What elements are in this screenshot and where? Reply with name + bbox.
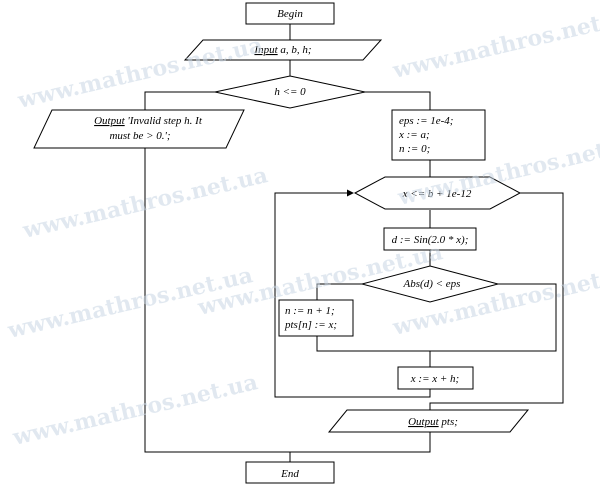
- connector-loop-back: [274, 192, 431, 398]
- input-args: a, b, h;: [278, 44, 312, 56]
- init-block: [391, 109, 486, 161]
- output-pts-args: pts;: [439, 416, 458, 428]
- connector-store-merge: [316, 336, 430, 352]
- connector-abs-no-merge: [430, 283, 557, 352]
- store-line2: pts[n] := x;: [284, 319, 337, 331]
- input-block: [183, 39, 383, 61]
- condition-abs-label: Abs(d) < eps: [403, 278, 461, 290]
- init-line1: eps := 1e-4;: [399, 115, 453, 127]
- watermark-text: www.mathros.net.ua: [390, 2, 600, 84]
- output-invalid-block: [33, 109, 245, 149]
- output-pts-label: Output pts;: [408, 416, 458, 428]
- loop-back-arrowhead: [347, 189, 354, 197]
- connector-loop-exit: [429, 192, 564, 410]
- compute-d-label: d := Sin(2.0 * x);: [392, 234, 469, 246]
- output-invalid-keyword: Output: [94, 115, 126, 127]
- connector-abs-yes-store: [316, 283, 362, 300]
- loop-condition-hexagon: [353, 176, 522, 210]
- compute-d-block: [383, 227, 477, 251]
- condition-h-diamond: [214, 75, 366, 109]
- output-invalid-line1: Output 'Invalid step h. It: [94, 115, 203, 127]
- init-line3: n := 0;: [399, 143, 430, 155]
- increment-block: [397, 366, 474, 390]
- connector-output-end: [144, 148, 290, 453]
- begin-label: Begin: [277, 8, 303, 20]
- output-pts-block: [327, 409, 530, 433]
- increment-label: x := x + h;: [410, 373, 459, 385]
- output-invalid-text1: 'Invalid step h. It: [125, 115, 203, 127]
- loop-condition-label: x <= b + 1e-12: [402, 188, 472, 200]
- watermark-text: www.mathros.net.ua: [15, 32, 266, 114]
- end-terminal: [245, 461, 335, 484]
- end-label: End: [280, 468, 299, 480]
- connector-condition-no-init: [365, 91, 431, 110]
- output-invalid-line2: must be > 0.';: [109, 130, 170, 142]
- connector-outpts-end: [289, 432, 431, 462]
- condition-h-label: h <= 0: [274, 86, 306, 98]
- store-line1: n := n + 1;: [285, 305, 335, 317]
- input-keyword: Input: [253, 44, 278, 56]
- connector-condition-yes-output: [144, 91, 215, 110]
- watermark-text: www.mathros.net.ua: [10, 369, 261, 451]
- init-line2: x := a;: [398, 129, 430, 141]
- condition-abs-diamond: [360, 265, 500, 303]
- input-label: Input a, b, h;: [253, 44, 311, 56]
- connectors: [144, 24, 564, 462]
- watermark-layer: www.mathros.net.ua www.mathros.net.ua ww…: [5, 2, 600, 451]
- output-pts-keyword: Output: [408, 416, 440, 428]
- begin-terminal: [245, 2, 335, 25]
- store-block: [278, 299, 354, 337]
